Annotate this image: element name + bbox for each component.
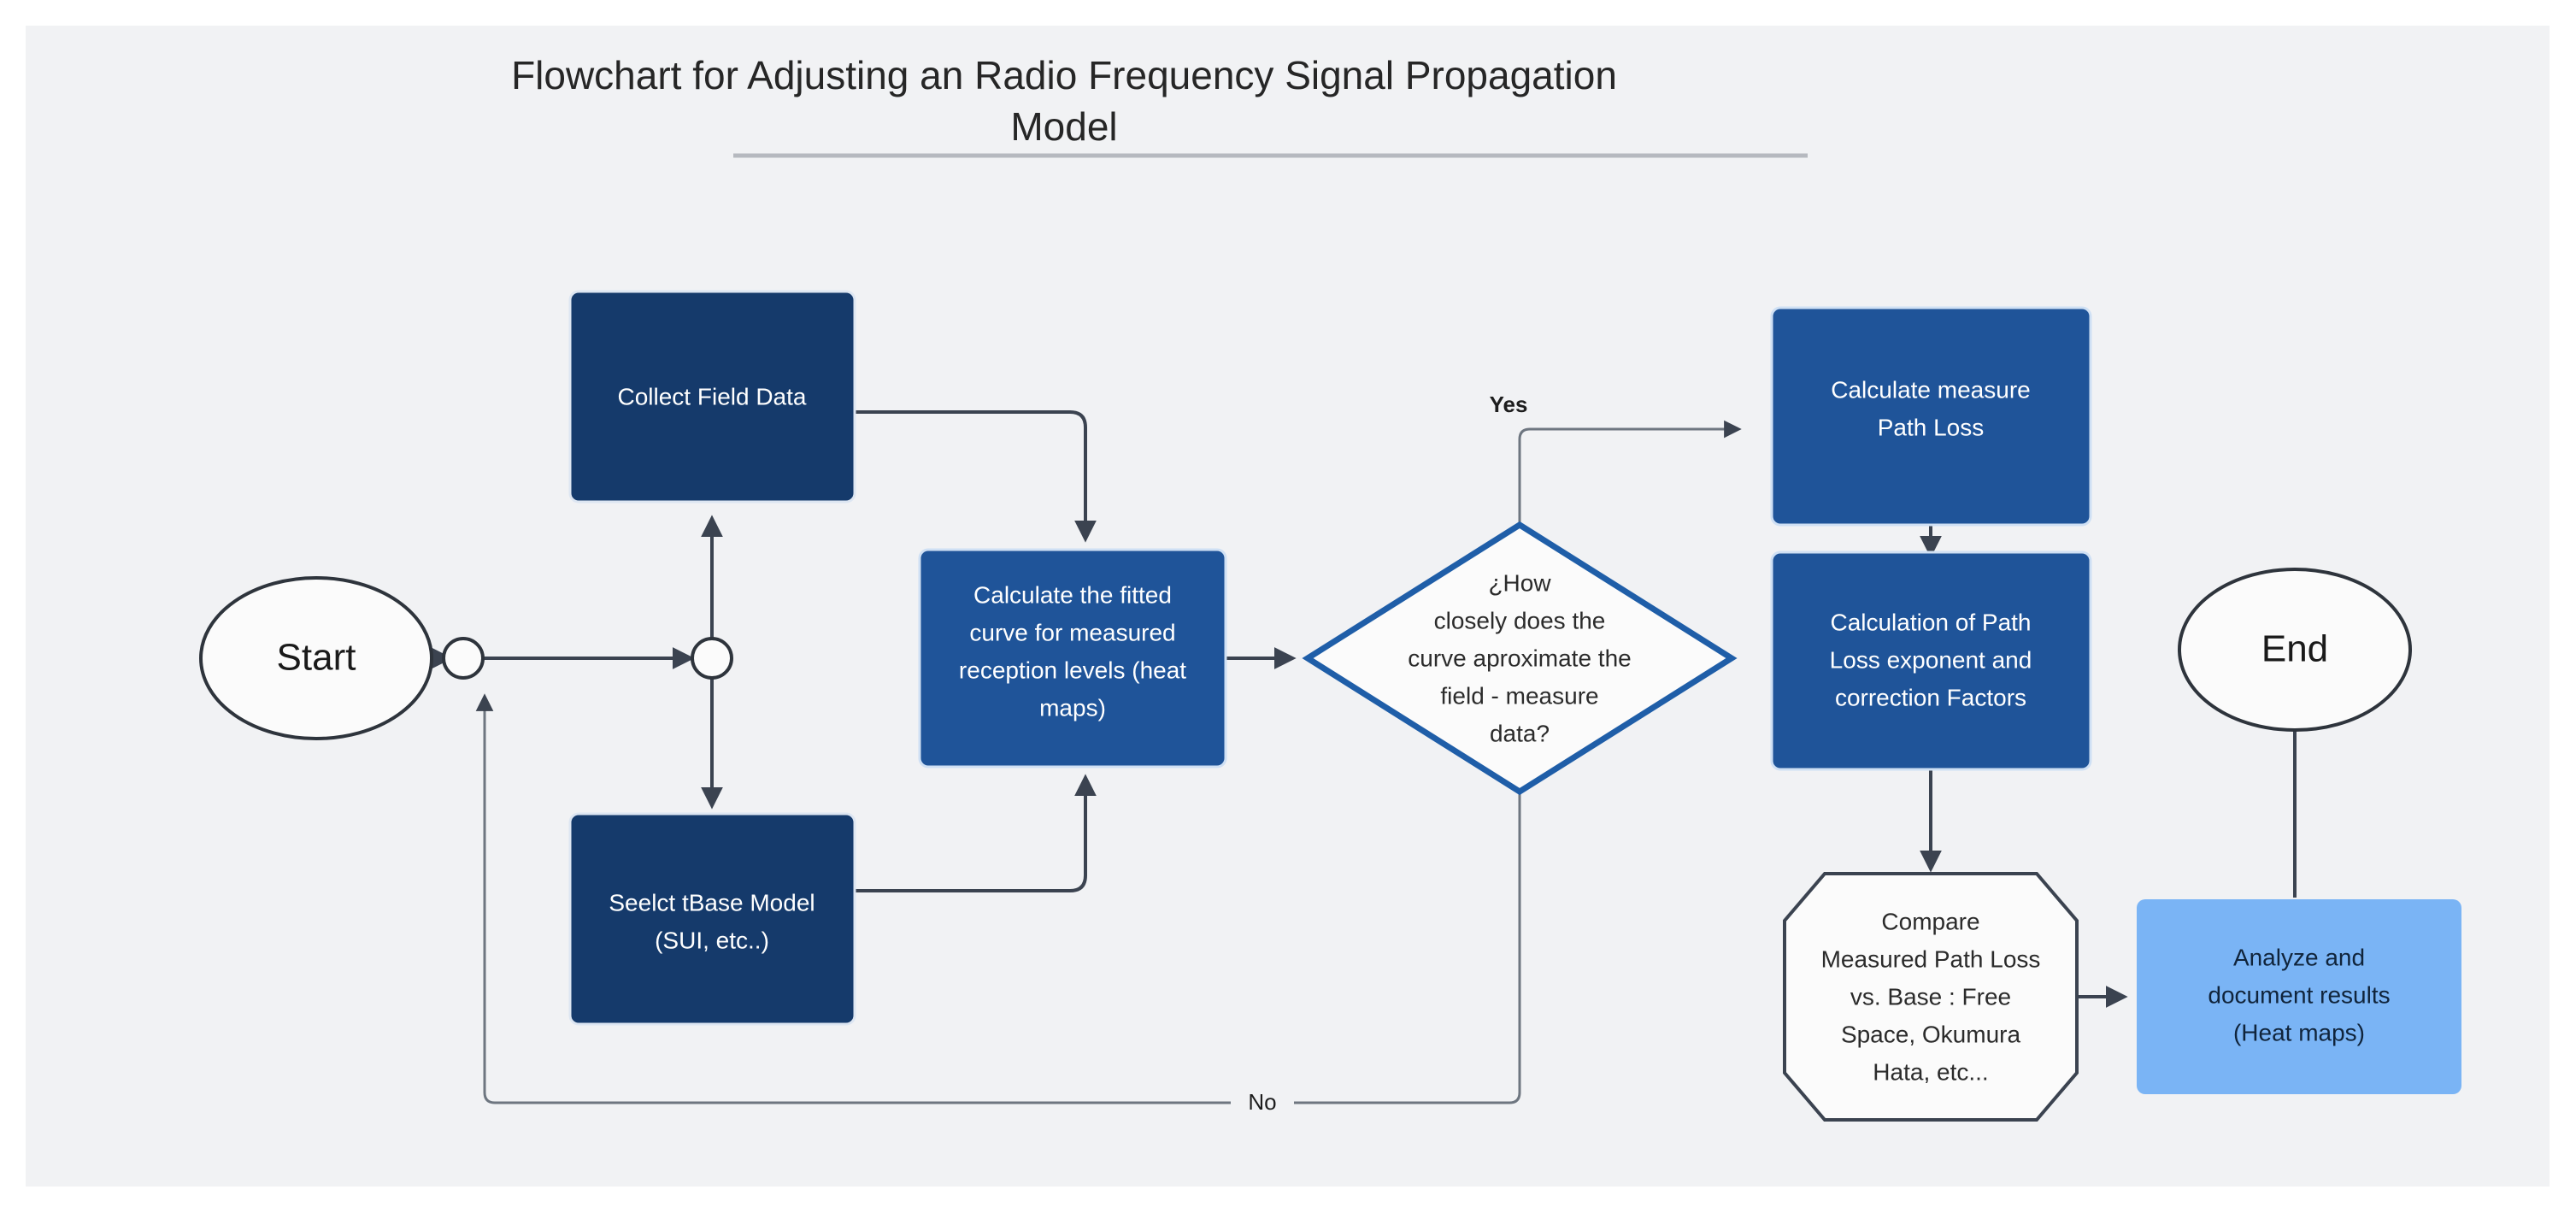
decision-label-line4: field - measure	[1440, 682, 1598, 709]
node-calculation-path-loss-exponent[interactable]: Calculation of Path Loss exponent and co…	[1770, 551, 2092, 771]
select-base-model-box-shape	[568, 812, 856, 1026]
calculate-fitted-curve-label-line2: curve for measured	[969, 619, 1175, 645]
analyze-document-results-label-line3: (Heat maps)	[2233, 1019, 2365, 1045]
collect-field-data-label: Collect Field Data	[618, 383, 807, 409]
node-collect-field-data[interactable]: Collect Field Data	[568, 290, 856, 504]
calculation-path-loss-exponent-box-shape	[1770, 551, 2092, 771]
edge-select-to-curve	[855, 774, 1097, 892]
junction-2-circle-shape	[691, 637, 733, 680]
end-label: End	[2261, 628, 2328, 670]
node-select-base-model[interactable]: Seelct tBase Model (SUI, etc..)	[568, 812, 856, 1026]
calculation-path-loss-exponent-label-line1: Calculation of Path	[1830, 609, 2031, 635]
node-analyze-document-results[interactable]: Analyze and document results (Heat maps)	[2137, 899, 2461, 1094]
calculate-measure-path-loss-box-shape	[1770, 306, 2092, 527]
collect-field-data-box-shape	[568, 290, 856, 504]
compare-path-loss-label-line4: Space, Okumura	[1841, 1021, 2021, 1047]
node-junction-1[interactable]	[442, 637, 485, 680]
decision-label-line5: data?	[1490, 720, 1550, 746]
node-start[interactable]: Start	[199, 576, 433, 740]
decision-label-line3: curve aproximate the	[1408, 645, 1631, 671]
edge-decision-yes	[1518, 420, 1742, 525]
edge-label-yes: Yes	[1490, 392, 1528, 417]
edge-collect-to-curve	[855, 410, 1097, 543]
analyze-document-results-label-line1: Analyze and	[2233, 944, 2365, 970]
analyze-document-results-label-line2: document results	[2208, 981, 2390, 1008]
decision-label-line2: closely does the	[1434, 607, 1606, 633]
edge-label-no: No	[1248, 1089, 1276, 1115]
junction-1-circle-shape	[442, 637, 485, 680]
start-label: Start	[277, 637, 356, 679]
compare-path-loss-label-line3: vs. Base : Free	[1850, 983, 2011, 1010]
calculate-fitted-curve-label-line1: Calculate the fitted	[973, 581, 1172, 608]
diagram-title-line1: Flowchart for Adjusting an Radio Frequen…	[511, 53, 1617, 97]
node-calculate-fitted-curve[interactable]: Calculate the fitted curve for measured …	[918, 548, 1227, 768]
start-ellipse-shape	[199, 576, 433, 740]
node-compare-path-loss[interactable]: Compare Measured Path Loss vs. Base : Fr…	[1783, 872, 2079, 1122]
calculation-path-loss-exponent-label-line2: Loss exponent and	[1830, 646, 2032, 673]
compare-path-loss-label-line1: Compare	[1881, 908, 1979, 934]
calculate-fitted-curve-label-line3: reception levels (heat	[959, 657, 1186, 683]
node-decision-curve-approximation[interactable]: ¿How closely does the curve aproximate t…	[1302, 521, 1738, 796]
select-base-model-label-line1: Seelct tBase Model	[609, 889, 815, 916]
end-ellipse-shape	[2178, 568, 2412, 732]
calculate-measure-path-loss-label-line2: Path Loss	[1878, 414, 1985, 440]
diagram-canvas: Flowchart for Adjusting an Radio Frequen…	[26, 26, 2550, 1187]
calculate-fitted-curve-box-shape	[918, 548, 1227, 768]
node-calculate-measure-path-loss[interactable]: Calculate measure Path Loss	[1770, 306, 2092, 527]
analyze-document-results-box-shape	[2137, 899, 2461, 1094]
calculate-fitted-curve-label-line4: maps)	[1039, 694, 1106, 721]
select-base-model-label-line2: (SUI, etc..)	[655, 927, 769, 953]
node-junction-2[interactable]	[691, 637, 733, 680]
compare-path-loss-octagon-shape	[1783, 872, 2079, 1122]
node-end[interactable]: End	[2178, 568, 2412, 732]
decision-diamond-shape	[1302, 521, 1738, 796]
calculation-path-loss-exponent-label-line3: correction Factors	[1835, 684, 2026, 710]
decision-label-line1: ¿How	[1488, 569, 1551, 596]
edge-label-no-backdrop	[1231, 1088, 1294, 1117]
compare-path-loss-label-line5: Hata, etc...	[1873, 1058, 1988, 1085]
flowchart-svg: Flowchart for Adjusting an Radio Frequen…	[199, 53, 2461, 1122]
diagram-title-line2: Model	[1010, 104, 1117, 149]
compare-path-loss-label-line2: Measured Path Loss	[1821, 945, 2041, 972]
calculate-measure-path-loss-label-line1: Calculate measure	[1831, 376, 2030, 403]
edge-decision-no	[475, 693, 1521, 1104]
